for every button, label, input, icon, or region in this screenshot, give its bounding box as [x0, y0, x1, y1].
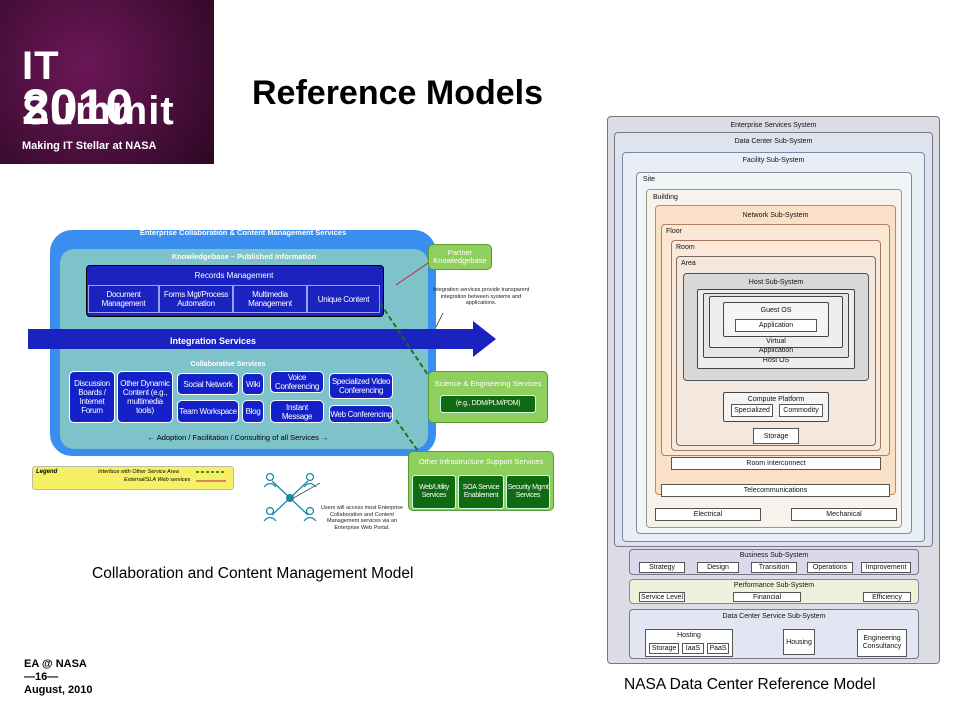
- logo-line-1: IT Summit: [22, 44, 175, 133]
- page-title: Reference Models: [252, 74, 543, 112]
- business-operations: Operations: [807, 562, 853, 573]
- telecom-cell: Telecommunications: [661, 484, 890, 497]
- footer: EA @ NASA —16— August, 2010: [24, 658, 92, 697]
- electrical-cell: Electrical: [655, 508, 761, 521]
- dc-service-label: Data Center Service Sub-System: [722, 613, 826, 620]
- adoption-label: ← Adoption / Facilitation / Consulting o…: [147, 433, 329, 442]
- partner-knowledgebase-label: Partner Knowledgebase: [433, 248, 487, 265]
- left-caption: Collaboration and Content Management Mod…: [92, 565, 414, 582]
- integration-arrow: [28, 321, 496, 357]
- legend-title: Legend: [36, 469, 58, 475]
- integration-note: Integration services provide transparent…: [432, 287, 530, 306]
- application-label: Application: [758, 347, 794, 354]
- hosting-storage: Storage: [649, 643, 679, 654]
- dcrm-diagram: Enterprise Services System Data Center S…: [607, 116, 940, 664]
- soa-service-enablement: SOA Service Enablement: [458, 475, 504, 509]
- integration-services-label: Integration Services: [169, 336, 257, 346]
- web-utility-services: Web/Utility Services: [412, 475, 456, 509]
- application-inner: Application: [735, 319, 817, 332]
- business-strategy: Strategy: [639, 562, 685, 573]
- records-management-title: Records Management: [194, 271, 274, 280]
- legend-item-2: External/SLA Web services: [124, 477, 191, 483]
- network-label: Network Sub-System: [742, 212, 809, 219]
- enterprise-services-label: Enterprise Services System: [730, 122, 817, 129]
- instant-message: Instant Message: [270, 400, 324, 423]
- partner-knowledgebase: Partner Knowledgebase: [428, 244, 492, 270]
- logo-line-2: 2010: [22, 79, 134, 135]
- users-network-icon: [263, 472, 317, 522]
- logo-line-3: Making IT Stellar at NASA: [22, 140, 157, 152]
- host-label: Host Sub-System: [748, 279, 804, 286]
- commodity-cell: Commodity: [779, 404, 823, 417]
- site-label: Site: [643, 176, 656, 183]
- science-engineering-title: Science & Engineering Services: [434, 379, 542, 388]
- guest-os-label: Guest OS: [760, 307, 792, 314]
- collaborative-services-title: Collaborative Services: [190, 361, 266, 368]
- performance-label: Performance Sub-System: [733, 582, 815, 589]
- other-dynamic-content: Other Dynamic Content (e.g., multimedia …: [117, 371, 173, 423]
- business-label: Business Sub-System: [739, 552, 809, 559]
- performance-service-level: Service Level: [639, 592, 685, 602]
- social-network: Social Network: [177, 373, 239, 395]
- multimedia-management: Multimedia Management: [233, 285, 307, 313]
- hosting-paas: PaaS: [707, 643, 729, 654]
- right-caption: NASA Data Center Reference Model: [624, 676, 876, 693]
- specialized-video-conferencing: Specialized Video Conferencing: [329, 373, 393, 399]
- wiki: Wiki: [242, 373, 264, 395]
- blog: Blog: [242, 400, 264, 423]
- legend-line-2: [196, 480, 226, 482]
- floor-label: Floor: [666, 228, 682, 235]
- room-label: Room: [676, 244, 695, 251]
- footer-line-1: EA @ NASA: [24, 658, 87, 670]
- voice-conferencing: Voice Conferencing: [270, 371, 324, 393]
- hosting-iaas: IaaS: [682, 643, 704, 654]
- host-os-label: Host OS: [762, 357, 790, 364]
- facility-label: Facility Sub-System: [742, 157, 805, 164]
- business-improvement: Improvement: [861, 562, 911, 573]
- area-label: Area: [681, 260, 696, 267]
- knowledgebase-title: Knowledgebase – Published Information: [171, 252, 317, 261]
- datacenter-label: Data Center Sub-System: [734, 138, 813, 145]
- mechanical-cell: Mechanical: [791, 508, 897, 521]
- forms-process-automation: Forms Mgt/Process Automation: [159, 285, 233, 313]
- science-engineering-item: (e.g., DDM/PLM/PDM): [440, 395, 536, 413]
- virtual-label: Virtual: [766, 338, 786, 345]
- hosting-label: Hosting: [677, 632, 701, 639]
- security-mgmt-services: Security Mgmt Services: [506, 475, 550, 509]
- unique-content: Unique Content: [307, 285, 380, 313]
- enterprise-collab-title: Enterprise Collaboration & Content Manag…: [139, 228, 347, 237]
- room-interconnect-cell: Room Interconnect: [671, 457, 881, 470]
- legend-line-1: [196, 471, 226, 473]
- specialized-cell: Specialized: [731, 404, 773, 417]
- infrastructure-title: Other Infrastructure Support Services: [418, 457, 544, 466]
- it-summit-logo: IT Summit 2010 Making IT Stellar at NASA: [0, 0, 214, 164]
- compute-platform-label: Compute Platform: [747, 396, 805, 403]
- collaboration-model-diagram: Enterprise Collaboration & Content Manag…: [28, 225, 558, 545]
- discussion-boards: Discussion Boards / Internet Forum: [69, 371, 115, 423]
- performance-efficiency: Efficiency: [863, 592, 911, 602]
- engineering-cell: Engineering Consultancy: [857, 629, 907, 657]
- business-design: Design: [697, 562, 739, 573]
- storage-cell: Storage: [753, 428, 799, 444]
- housing-cell: Housing: [783, 629, 815, 655]
- users-note: Users will access most Enterprise Collab…: [320, 505, 404, 531]
- legend-item-1: Interface with Other Service Area: [98, 469, 179, 475]
- document-management: Document Management: [88, 285, 159, 313]
- business-transition: Transition: [751, 562, 797, 573]
- building-label: Building: [653, 194, 678, 201]
- legend-box: [32, 466, 234, 490]
- footer-line-3: August, 2010: [24, 684, 93, 696]
- performance-financial: Financial: [733, 592, 801, 602]
- web-conferencing: Web Conferencing: [329, 405, 393, 423]
- team-workspace: Team Workspace: [177, 400, 239, 423]
- footer-line-2: —16—: [24, 671, 59, 683]
